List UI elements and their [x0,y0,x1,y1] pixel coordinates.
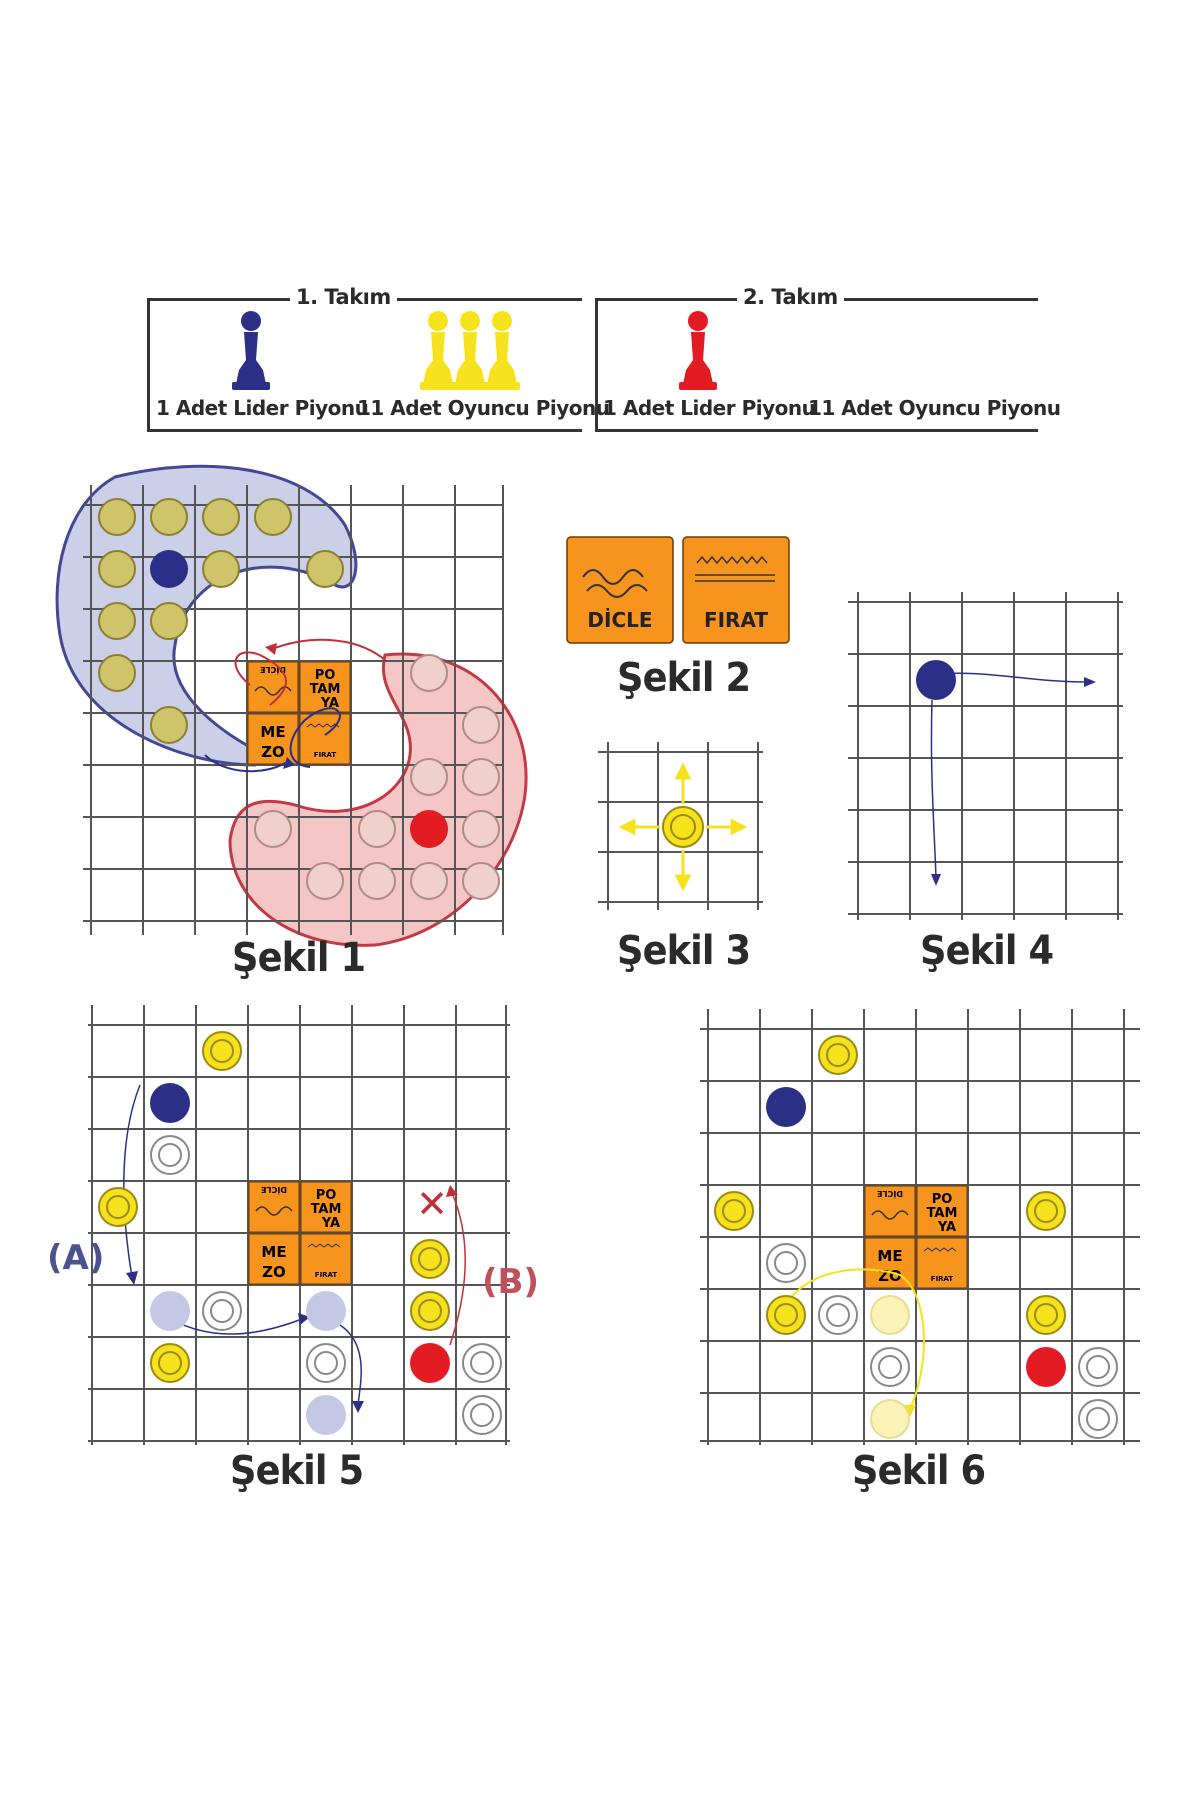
figure-4-board [848,592,1123,920]
figure-2-tiles: DİCLE FIRAT [566,536,790,644]
svg-text:ME: ME [261,1243,286,1261]
firat-zigzag-icon [695,555,775,582]
figure-1-board: DİCLE PO TAM YA ME ZO FIRAT [55,464,528,947]
figure-3-board [598,742,763,910]
svg-text:DİCLE: DİCLE [587,608,652,632]
team2-leader-pawn-icon [679,311,717,390]
figure-5-label: Şekil 5 [230,1448,364,1494]
annotation-a: (A) [47,1238,105,1278]
svg-text:FIRAT: FIRAT [931,1275,954,1283]
team1-players-caption: 11 Adet Oyuncu Piyonu [357,396,610,420]
svg-text:TAM: TAM [310,682,341,697]
dicle-wave-icon [582,569,648,598]
svg-text:FIRAT: FIRAT [314,751,337,759]
svg-text:YA: YA [937,1220,956,1235]
team2-leader-caption: 1 Adet Lider Piyonu [603,396,816,420]
svg-text:TAM: TAM [927,1206,958,1221]
blocked-x-mark: ✕ [416,1182,448,1226]
team1-leader-pawn-icon [232,311,270,390]
team2-players-caption: 11 Adet Oyuncu Piyonu [808,396,1061,420]
team2-title: 2. Takım [737,285,844,309]
team2-zone [228,652,528,947]
team1-title: 1. Takım [290,285,397,309]
svg-text:PO: PO [316,1188,337,1203]
figure-6-label: Şekil 6 [852,1448,986,1494]
svg-text:FIRAT: FIRAT [315,1271,338,1279]
svg-text:ME: ME [260,723,285,741]
svg-text:PO: PO [315,668,336,683]
svg-text:PO: PO [932,1192,953,1207]
annotation-b: (B) [482,1262,539,1302]
svg-text:FIRAT: FIRAT [704,608,768,632]
svg-text:DİCLE: DİCLE [877,1189,903,1199]
team1-zone [55,464,358,767]
figure-1-label: Şekil 1 [232,935,366,981]
figure-4-label: Şekil 4 [920,928,1054,974]
svg-text:DİCLE: DİCLE [260,665,286,675]
figure-3-label: Şekil 3 [617,928,751,974]
svg-text:ZO: ZO [878,1267,902,1285]
svg-text:ME: ME [877,1247,902,1265]
figure-2-label: Şekil 2 [617,655,751,701]
svg-text:TAM: TAM [311,1202,342,1217]
figure-5-board: DİCLE PO TAM YA ME ZO FIRAT ✕ [88,1005,510,1445]
figure-6-board: DİCLE PO TAM YA ME ZO FIRAT [700,1009,1140,1445]
svg-text:ZO: ZO [261,743,285,761]
svg-text:DİCLE: DİCLE [261,1185,287,1195]
team1-leader-caption: 1 Adet Lider Piyonu [156,396,369,420]
team1-player-pawns-icon [420,311,520,390]
svg-text:YA: YA [321,1216,340,1231]
svg-text:YA: YA [320,696,339,711]
svg-text:ZO: ZO [262,1263,286,1281]
